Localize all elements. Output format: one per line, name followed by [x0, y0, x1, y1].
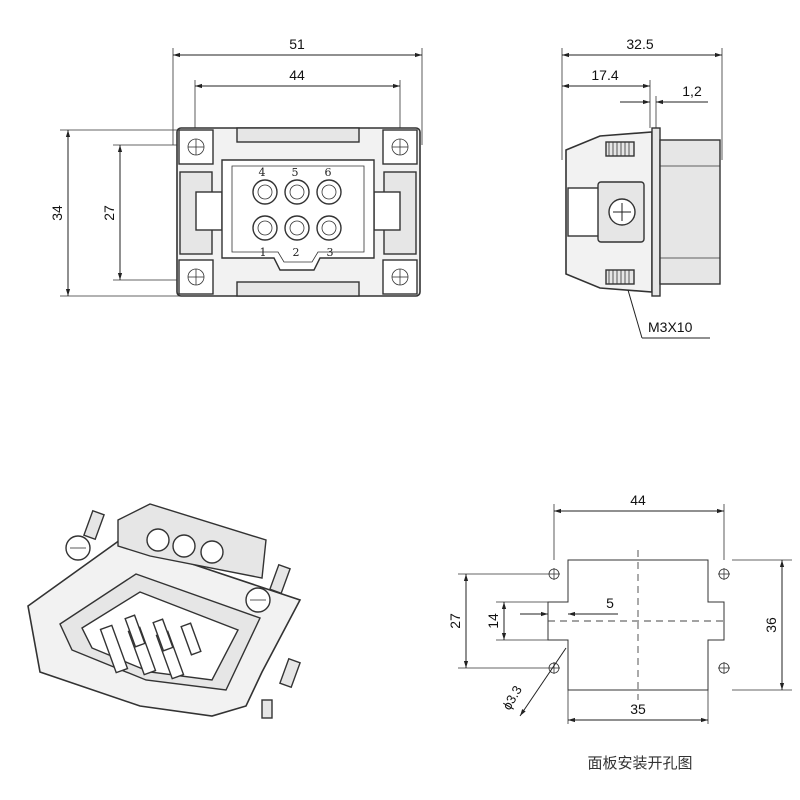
- dim-depth: 32.5: [626, 36, 653, 52]
- side-screw-icon: [608, 198, 636, 226]
- side-view: 32.5 17.4 1,2 M3X10: [561, 36, 723, 339]
- screw-label: M3X10: [648, 319, 693, 335]
- dim-overall-width: 51: [289, 36, 305, 52]
- dim-cutout-top-width: 44: [630, 492, 646, 508]
- panel-cutout: 44 35 36 27 14 5 ϕ3.3 面板安装开孔图: [447, 492, 792, 772]
- iso-pins: [99, 614, 202, 680]
- dim-cutout-inner: 14: [485, 613, 501, 629]
- cutout-outline: [547, 559, 725, 691]
- contact-pins: [252, 179, 342, 241]
- pin-label-4: 4: [259, 166, 266, 179]
- dim-cutout-height: 36: [763, 617, 779, 633]
- pin-label-6: 6: [325, 166, 332, 179]
- iso-screws: [65, 509, 301, 719]
- dim-cutout-bottom-width: 35: [630, 701, 646, 717]
- front-view: 51 44 34 27: [49, 36, 423, 297]
- mounting-corners: [178, 129, 418, 295]
- dim-hole-spacing: 44: [289, 67, 305, 83]
- pin-label-2: 2: [293, 246, 300, 259]
- dim-flange: 1,2: [682, 83, 702, 99]
- dim-front-depth: 17.4: [591, 67, 618, 83]
- pin-label-5: 5: [292, 166, 299, 179]
- dim-overall-height: 34: [49, 205, 65, 221]
- dim-hole-vertical: 27: [101, 205, 117, 221]
- cutout-caption: 面板安装开孔图: [587, 754, 692, 772]
- pin-label-3: 3: [327, 246, 334, 259]
- dim-cutout-hole-vertical: 27: [447, 613, 463, 629]
- isometric-view: [27, 503, 302, 719]
- pin-label-1: 1: [260, 246, 267, 259]
- cutout-holes: [548, 568, 730, 674]
- dim-cutout-offset: 5: [606, 595, 614, 611]
- dim-hole-diameter: ϕ3.3: [499, 683, 525, 712]
